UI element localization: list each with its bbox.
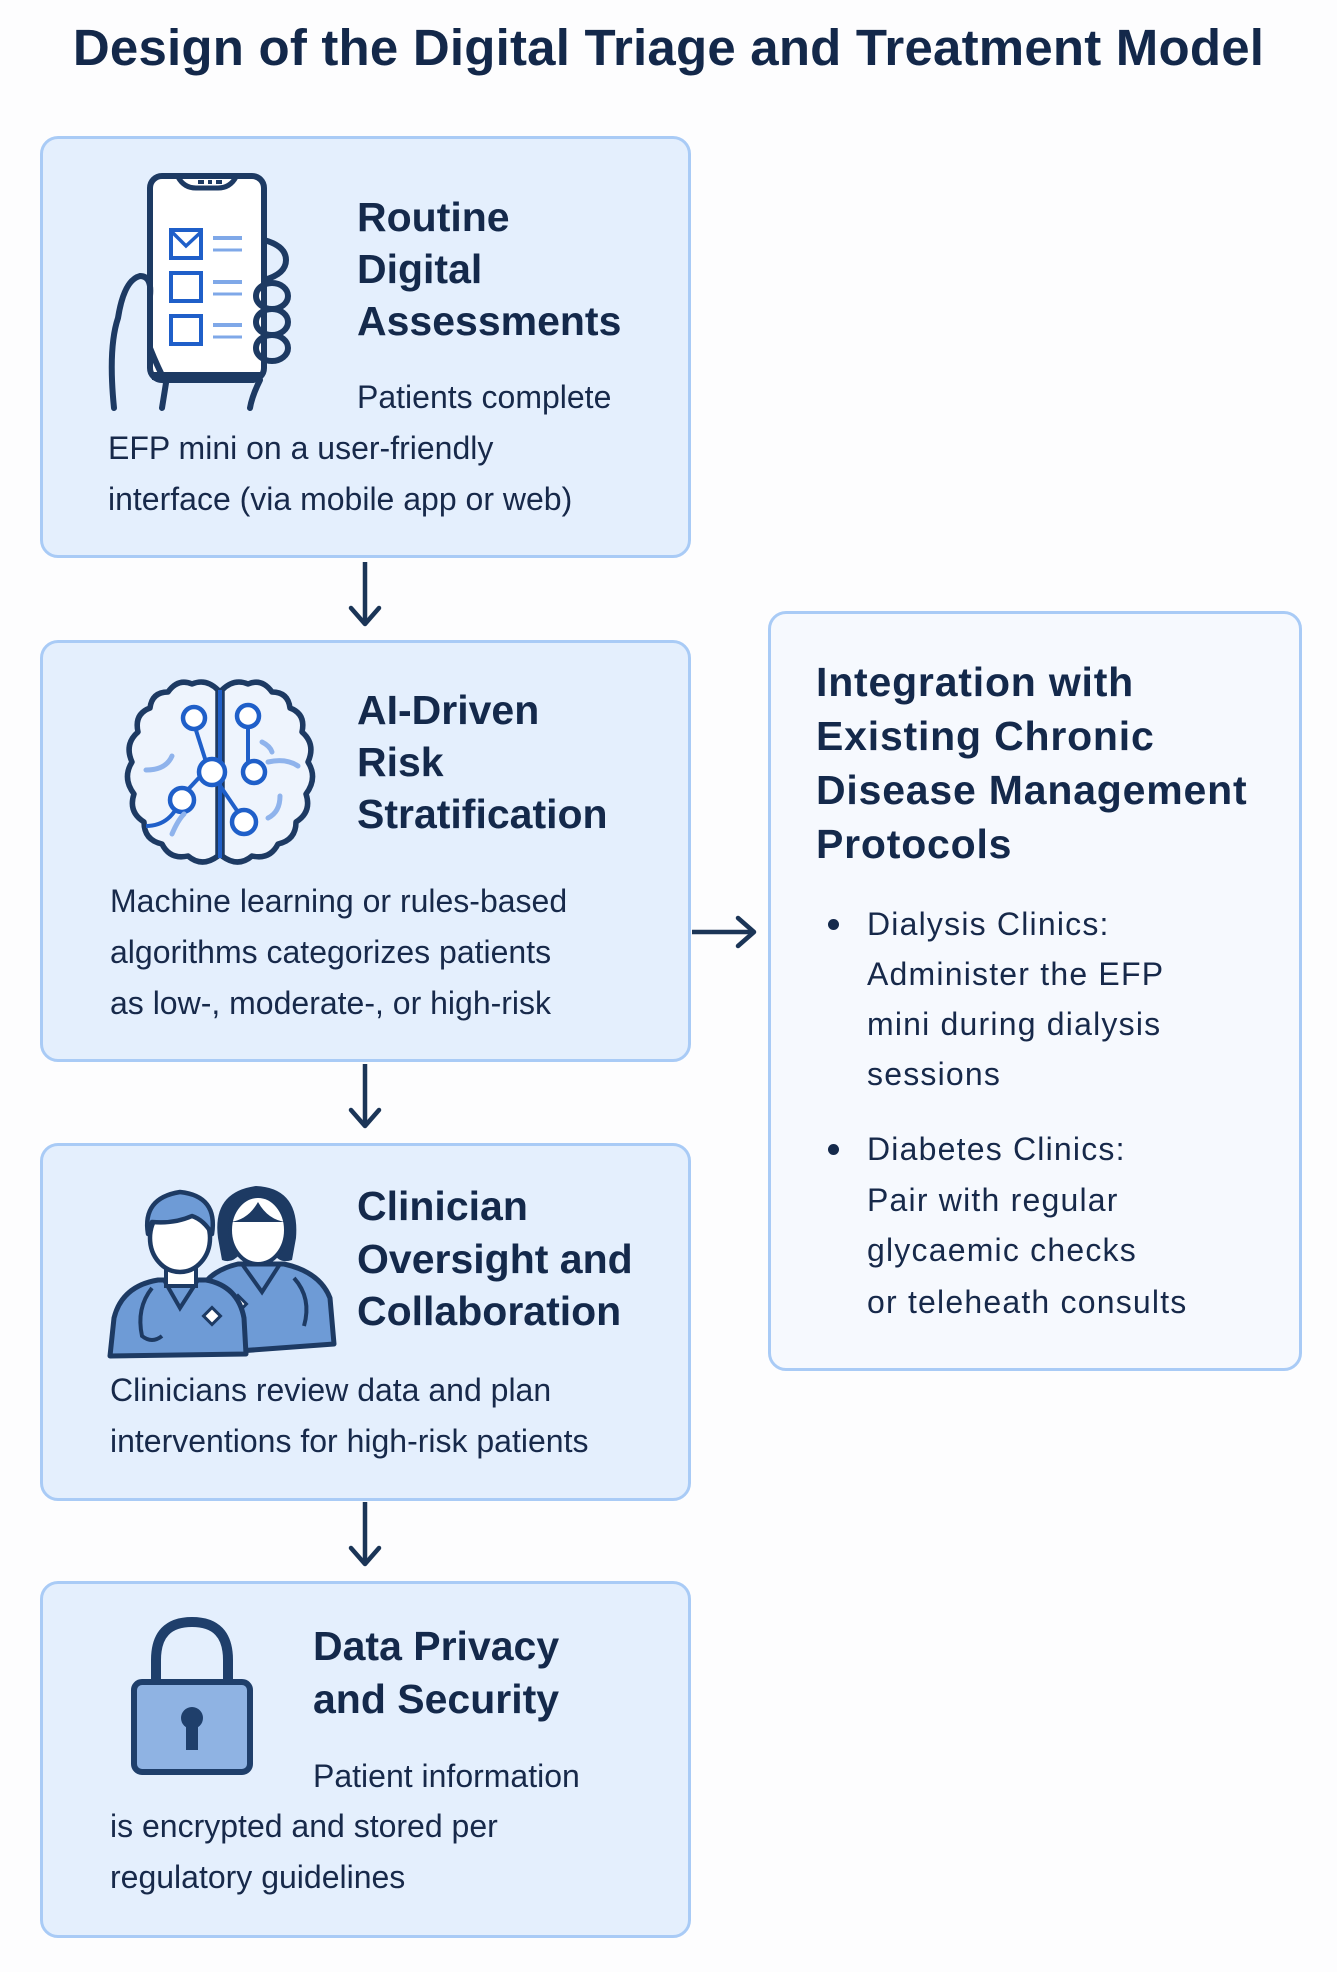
step-body-line: regulatory guidelines: [110, 1859, 406, 1895]
step-body-line: interventions for high-risk patients: [110, 1423, 589, 1459]
bullet-line: mini during dialysis: [867, 1006, 1162, 1042]
clinicians-icon: [107, 1186, 337, 1359]
bullet-line: Dialysis Clinics:: [867, 906, 1110, 942]
step-heading-line: Risk: [357, 739, 444, 785]
brain-network-icon: [124, 679, 316, 865]
down-arrow-icon: [348, 562, 382, 627]
step-heading-line: Data Privacy: [313, 1623, 560, 1669]
bullet-dot: [828, 1144, 839, 1155]
step-heading-line: Digital: [357, 246, 483, 292]
step-heading-line: Assessments: [357, 298, 622, 344]
step-heading-line: AI-Driven: [357, 687, 540, 733]
step-body-line: EFP mini on a user-friendly: [108, 430, 494, 466]
integration-heading-line: Protocols: [816, 821, 1013, 867]
padlock-icon: [131, 1616, 253, 1775]
integration-box: [768, 611, 1302, 1371]
step-heading-line: Oversight and: [357, 1236, 633, 1282]
integration-heading-line: Existing Chronic: [816, 713, 1155, 759]
bullet-dot: [828, 919, 839, 930]
bullet-line: Diabetes Clinics:: [867, 1131, 1126, 1167]
step-heading-line: Clinician: [357, 1183, 528, 1229]
diagram-title: Design of the Digital Triage and Treatme…: [72, 19, 1265, 76]
bullet-line: Administer the EFP: [867, 956, 1165, 992]
step-heading-line: Routine: [357, 194, 510, 240]
bullet-line: or teleheath consults: [867, 1284, 1188, 1320]
integration-heading-line: Integration with: [816, 659, 1134, 705]
bullet-line: Pair with regular: [867, 1182, 1119, 1218]
right-arrow-icon: [692, 915, 757, 949]
step-body-line: is encrypted and stored per: [110, 1808, 498, 1844]
bullet-line: sessions: [867, 1056, 1002, 1092]
step-body-line: interface (via mobile app or web): [108, 481, 573, 517]
step-body-line: as low-, moderate-, or high-risk: [110, 985, 552, 1021]
step-body-line: Patients complete: [357, 379, 612, 415]
down-arrow-icon: [348, 1502, 382, 1567]
down-arrow-icon: [348, 1064, 382, 1129]
step-body-line: Clinicians review data and plan: [110, 1372, 552, 1408]
step-heading-line: Collaboration: [357, 1288, 622, 1334]
integration-heading-line: Disease Management: [816, 767, 1248, 813]
step-heading-line: and Security: [313, 1676, 560, 1722]
step-heading-line: Stratification: [357, 791, 608, 837]
step-box-clinician-oversight: [40, 1143, 691, 1501]
phone-checklist-icon: [108, 173, 291, 411]
step-body-line: Machine learning or rules-based: [110, 883, 568, 919]
step-body-line: Patient information: [313, 1758, 580, 1794]
step-box-ai-driven-risk-stratification: [40, 640, 691, 1062]
step-body-line: algorithms categorizes patients: [110, 934, 552, 970]
bullet-line: glycaemic checks: [867, 1232, 1137, 1268]
